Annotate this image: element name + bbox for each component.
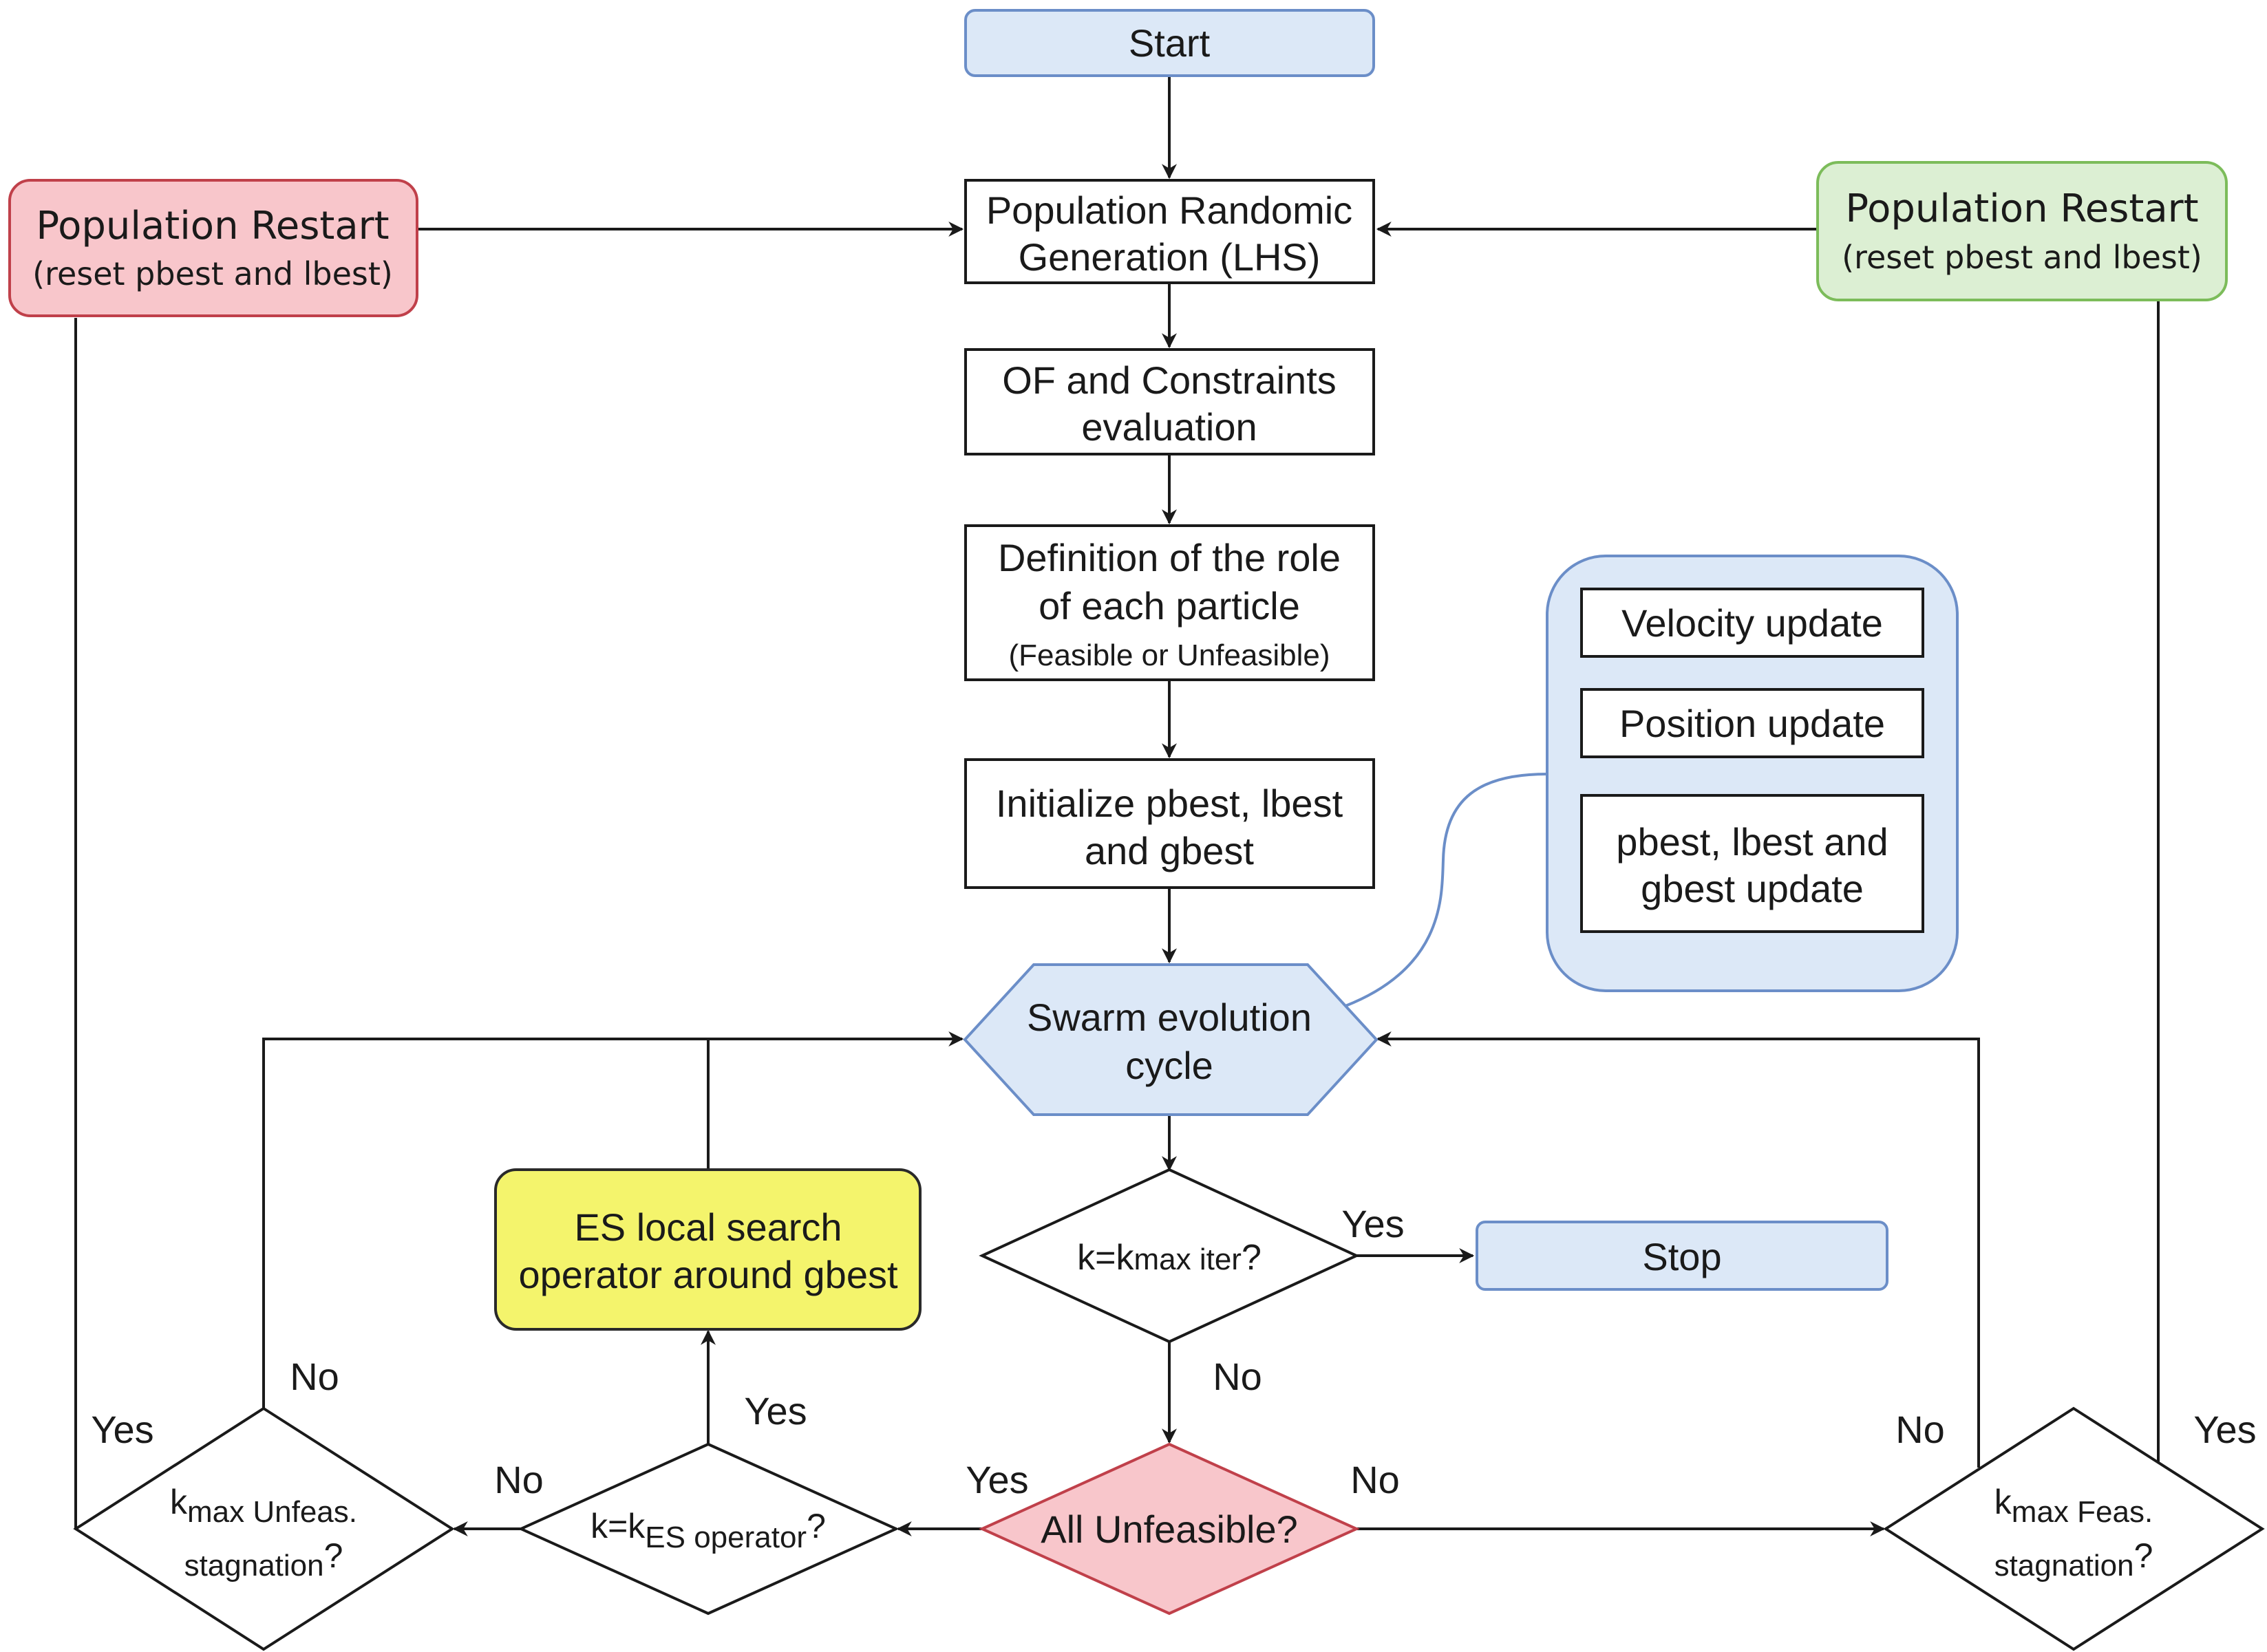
panel-connector [1345, 773, 1548, 1007]
role-line1: Definition of the role [998, 536, 1341, 579]
unfeasible-no-label: No [1350, 1458, 1400, 1501]
init-line1: Initialize pbest, lbest [996, 782, 1343, 825]
swarm-line2: cycle [1125, 1044, 1213, 1087]
start-label: Start [1129, 21, 1211, 65]
best-update-box: pbest, lbest and gbest update [1580, 794, 1924, 933]
es-yes-label: Yes [744, 1389, 807, 1433]
es-no-label: No [494, 1458, 544, 1501]
restart-left-title: Population Restart [36, 204, 389, 248]
restart-right-title: Population Restart [1845, 186, 2198, 231]
stop-node: Stop [1476, 1221, 1888, 1291]
unfeas-stagnation-decision: kmax Unfeas. stagnation? [73, 1406, 455, 1651]
unfeasible-yes-label: Yes [966, 1458, 1028, 1501]
swarm-line1: Swarm evolution [1027, 996, 1312, 1039]
unfeas-stag-yes-label: Yes [91, 1408, 153, 1451]
es-operator-line1: ES local search [574, 1205, 842, 1249]
edges [74, 76, 2160, 1536]
position-update-label: Position update [1619, 702, 1885, 745]
edge-feas-stag-no-to-swarm [1376, 1031, 1980, 1468]
feas-stag-yes-label: Yes [2193, 1408, 2256, 1451]
best-update-line1: pbest, lbest and [1616, 820, 1888, 863]
position-update-box: Position update [1580, 688, 1924, 758]
unfeas-stag-line1: kmax Unfeas. [170, 1483, 357, 1529]
edge-labels: Yes No Yes No Yes No Yes No Yes No [91, 1202, 2256, 1501]
feas-stag-line1: kmax Feas. [1994, 1483, 2153, 1529]
init-line2: and gbest [1085, 829, 1254, 872]
generation-node: Population Randomic Generation (LHS) [964, 179, 1375, 284]
role-node: Definition of the role of each particle … [964, 524, 1375, 681]
es-operator-line2: operator around gbest [518, 1253, 898, 1296]
restart-left-node: Population Restart (reset pbest and lbes… [8, 179, 418, 317]
kmax-iter-label: k=kmax iter? [1077, 1238, 1262, 1278]
role-line3: (Feasible or Unfeasible) [1008, 639, 1330, 672]
es-check-label: k=kES operator? [590, 1507, 826, 1554]
restart-right-subtitle: (reset pbest and lbest) [1842, 239, 2202, 276]
velocity-update-label: Velocity update [1621, 601, 1883, 645]
init-node: Initialize pbest, lbest and gbest [964, 758, 1375, 889]
edge-unfeas-stag-no-to-swarm [262, 1031, 964, 1408]
stop-label: Stop [1642, 1235, 1721, 1278]
velocity-update-box: Velocity update [1580, 588, 1924, 658]
feas-stag-line2: stagnation? [1994, 1536, 2153, 1583]
es-operator-node: ES local search operator around gbest [494, 1168, 922, 1331]
start-node: Start [964, 9, 1375, 77]
evaluation-line2: evaluation [1081, 405, 1257, 449]
all-unfeasible-decision: All Unfeasible? [979, 1442, 1360, 1616]
restart-right-node: Population Restart (reset pbest and lbes… [1816, 161, 2228, 301]
unfeas-stag-no-label: No [290, 1355, 339, 1398]
swarm-node: Swarm evolution cycle [963, 963, 1379, 1116]
generation-line2: Generation (LHS) [1019, 235, 1321, 279]
kmax-iter-decision: k=kmax iter? [979, 1168, 1360, 1344]
restart-left-subtitle: (reset pbest and lbest) [32, 255, 393, 292]
unfeas-stag-line2: stagnation? [184, 1536, 343, 1583]
feas-stag-no-label: No [1895, 1408, 1945, 1451]
role-line2: of each particle [1039, 584, 1300, 627]
feas-stagnation-decision: kmax Feas. stagnation? [1883, 1406, 2265, 1651]
update-panel: Velocity update Position update pbest, l… [1546, 555, 1959, 992]
evaluation-node: OF and Constraints evaluation [964, 348, 1375, 455]
iter-no-label: No [1213, 1355, 1262, 1398]
best-update-line2: gbest update [1641, 867, 1864, 910]
evaluation-line1: OF and Constraints [1002, 358, 1337, 402]
all-unfeasible-label: All Unfeasible? [1041, 1508, 1298, 1551]
iter-yes-label: Yes [1341, 1202, 1404, 1245]
generation-line1: Population Randomic [986, 189, 1352, 232]
es-check-decision: k=kES operator? [518, 1442, 900, 1616]
